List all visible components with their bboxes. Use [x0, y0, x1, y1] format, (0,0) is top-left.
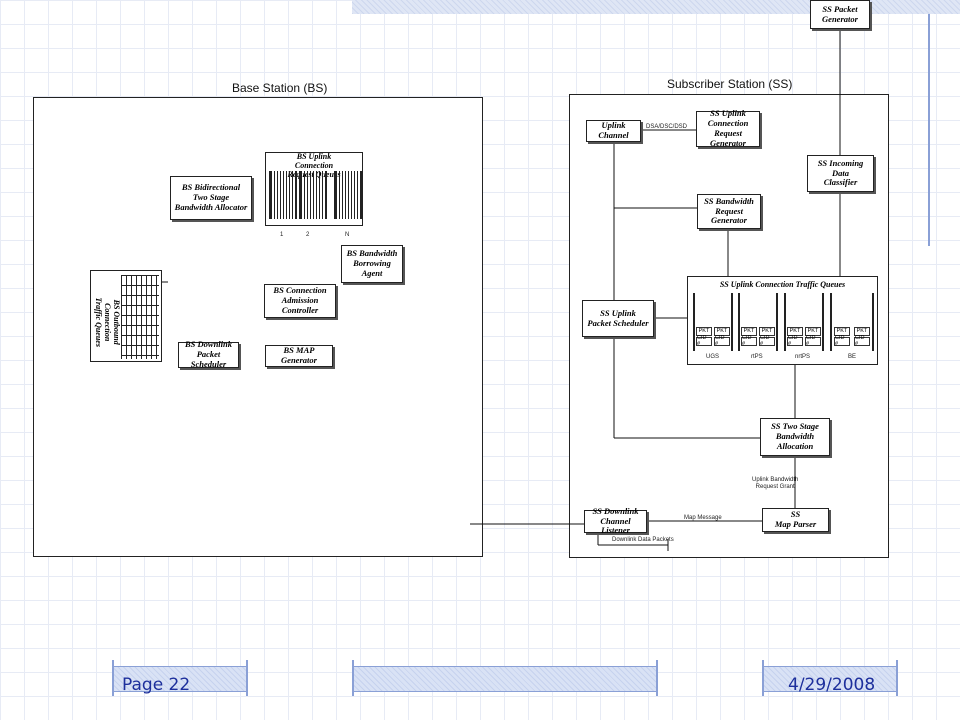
ss-bandwidth-request-gen: SS Bandwidth Request Generator — [697, 194, 761, 229]
ss-traffic-queues-box: SS Uplink Connection Traffic Queues PKT … — [687, 276, 878, 365]
footer-tick-4 — [656, 660, 658, 696]
ss-pkt-cell: PKT — [834, 327, 850, 336]
ss-cid-cell: CID # — [759, 335, 775, 346]
slide-date: 4/29/2008 — [788, 675, 876, 695]
bs-admission-controller-label: BS Connection Admission Controller — [273, 285, 327, 315]
footer-tick-1 — [112, 660, 114, 696]
ss-pkt-cell: PKT — [741, 327, 757, 336]
footer-bar-left — [112, 666, 248, 692]
ss-pkt-cell: PKT — [696, 327, 712, 336]
ss-queue-slot-4 — [830, 293, 874, 351]
footer-bar-right — [762, 666, 898, 692]
ss-map-parser: SS Map Parser — [762, 508, 829, 532]
ss-dsa-label: DSA/DSC/DSD — [646, 124, 688, 130]
ss-pkt-cell: PKT — [805, 327, 821, 336]
bs-map-generator: BS MAP Generator — [265, 345, 333, 367]
ss-pkt-cell: PKT — [759, 327, 775, 336]
top-decor-band — [352, 0, 960, 14]
bs-outbound-queue-rows — [121, 275, 159, 359]
footer-tick-2 — [246, 660, 248, 696]
ss-two-stage-allocation-label: SS Two Stage Bandwidth Allocation — [771, 421, 819, 451]
bs-outbound-queues-title: BS Outbound Connection Traffic Queues — [94, 297, 122, 347]
ss-queue-slot-3 — [784, 293, 824, 351]
ss-two-stage-allocation: SS Two Stage Bandwidth Allocation — [760, 418, 830, 456]
ss-pkt-cell: PKT — [854, 327, 870, 336]
bs-queue-number-1: 1 — [280, 232, 284, 238]
ss-grant-label: Uplink Bandwidth Request Grant — [752, 477, 799, 491]
ss-downlink-packets-label: Downlink Data Packets — [612, 537, 674, 543]
bs-downlink-scheduler: BS Downlink Packet Scheduler — [178, 339, 239, 369]
ss-packet-generator-label: SS Packet Generator — [822, 3, 858, 24]
ss-queue-label-rtps: rtPS — [751, 354, 763, 360]
ss-queue-slot-2 — [738, 293, 778, 351]
ss-traffic-queues-title: SS Uplink Connection Traffic Queues — [719, 280, 846, 289]
ss-pkt-cell: PKT — [787, 327, 803, 336]
ss-uplink-conn-request-gen: SS Uplink Connection Request Generator — [696, 108, 760, 148]
bs-outbound-queues-box: BS Outbound Connection Traffic Queues — [90, 270, 162, 362]
bs-uplink-queue-n — [334, 171, 362, 219]
base-station-title: Base Station (BS) — [232, 81, 328, 95]
ss-cid-cell: CID # — [696, 335, 712, 346]
ss-uplink-channel: Uplink Channel — [586, 120, 641, 142]
ss-incoming-data-classifier-label: SS Incoming Data Classifier — [817, 157, 864, 188]
ss-cid-cell: CID # — [714, 335, 730, 346]
ss-downlink-channel-listener: SS Downlink Channel Listener — [584, 505, 647, 536]
footer-tick-6 — [896, 660, 898, 696]
ss-queue-label-ugs: UGS — [706, 354, 720, 360]
ss-map-parser-label: SS Map Parser — [774, 509, 817, 529]
bs-admission-controller: BS Connection Admission Controller — [264, 284, 336, 318]
ss-cid-cell: CID # — [805, 335, 821, 346]
ss-downlink-channel-listener-label: SS Downlink Channel Listener — [592, 505, 639, 536]
page-number: Page 22 — [122, 675, 191, 695]
bs-queue-number-n: N — [345, 232, 350, 238]
bs-uplink-queue-2 — [299, 171, 327, 219]
decor-vline-right — [928, 14, 930, 246]
ss-queue-slot-1 — [693, 293, 733, 351]
subscriber-station-title: Subscriber Station (SS) — [667, 77, 793, 91]
ss-cid-cell: CID # — [741, 335, 757, 346]
ss-cid-cell: CID # — [787, 335, 803, 346]
bs-map-generator-label: BS MAP Generator — [281, 345, 317, 365]
bs-uplink-queue-1 — [269, 171, 297, 219]
footer-bar-middle — [352, 666, 658, 692]
ss-uplink-channel-label: Uplink Channel — [598, 120, 629, 140]
ss-queue-label-be: BE — [848, 354, 857, 360]
bs-bidirectional-allocator: BS Bidirectional Two Stage Bandwidth All… — [170, 176, 252, 220]
ss-packet-generator: SS Packet Generator — [810, 0, 870, 29]
bs-downlink-scheduler-label: BS Downlink Packet Scheduler — [184, 339, 232, 369]
bs-bidirectional-allocator-label: BS Bidirectional Two Stage Bandwidth All… — [174, 182, 248, 212]
ss-uplink-conn-request-gen-label: SS Uplink Connection Request Generator — [707, 108, 749, 148]
bs-borrowing-agent: BS Bandwidth Borrowing Agent — [341, 245, 403, 283]
footer-tick-3 — [352, 660, 354, 696]
ss-bandwidth-request-gen-label: SS Bandwidth Request Generator — [704, 195, 754, 226]
ss-pkt-cell: PKT — [714, 327, 730, 336]
ss-queue-label-nrtps: nrtPS — [795, 354, 811, 360]
ss-incoming-data-classifier: SS Incoming Data Classifier — [807, 155, 874, 192]
ss-cid-cell: CID # — [854, 335, 870, 346]
ss-map-message-label: Map Message — [684, 515, 722, 521]
ss-uplink-packet-scheduler: SS Uplink Packet Scheduler — [582, 300, 654, 337]
bs-queue-number-2: 2 — [306, 232, 310, 238]
ss-cid-cell: CID # — [834, 335, 850, 346]
bs-borrowing-agent-label: BS Bandwidth Borrowing Agent — [346, 248, 398, 278]
footer-tick-5 — [762, 660, 764, 696]
ss-uplink-packet-scheduler-label: SS Uplink Packet Scheduler — [587, 307, 649, 328]
bs-uplink-queues-box: BS Uplink Connection Request Queues — [265, 152, 363, 226]
